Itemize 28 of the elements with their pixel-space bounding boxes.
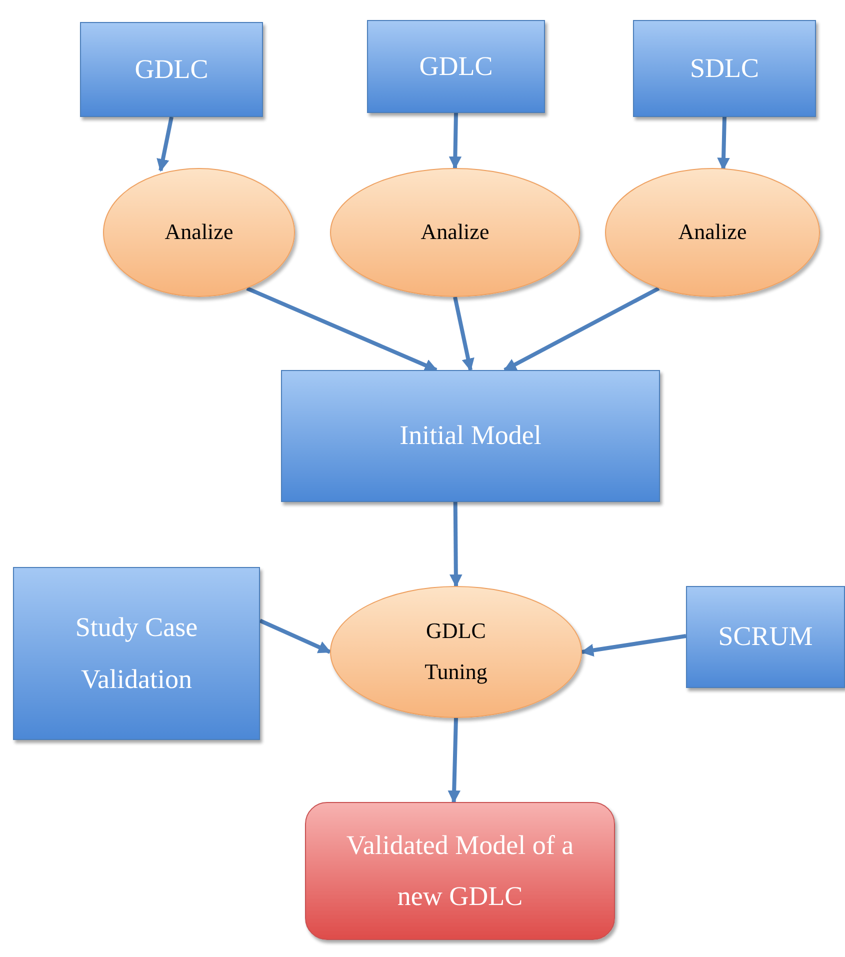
arrow xyxy=(450,502,462,588)
node-label: Validated Model of a new GDLC xyxy=(345,828,575,913)
result-box xyxy=(305,802,615,940)
node-label: GDLC xyxy=(134,52,210,86)
process-box xyxy=(367,20,545,113)
process-box xyxy=(633,20,816,117)
arrow xyxy=(246,286,438,372)
arrow xyxy=(503,286,660,372)
node-label: Analize xyxy=(677,218,748,246)
arrow xyxy=(448,112,462,170)
arrow xyxy=(580,634,686,657)
process-box xyxy=(13,567,260,740)
arrow xyxy=(717,116,730,171)
node-label: GDLC xyxy=(418,50,494,83)
node-label: GDLC Tuning xyxy=(424,617,488,686)
node-label: SCRUM xyxy=(717,620,814,654)
process-box xyxy=(686,586,845,688)
process-box xyxy=(80,22,263,117)
node-label: SDLC xyxy=(688,52,760,85)
node-label: Study Case Validation xyxy=(74,611,199,696)
node-label: Analize xyxy=(420,218,490,246)
node-label: Analize xyxy=(164,218,234,246)
node-label: Initial Model xyxy=(398,419,542,452)
process-box xyxy=(281,370,660,502)
arrow xyxy=(448,718,460,804)
arrow xyxy=(453,296,474,372)
arrow xyxy=(259,618,332,654)
arrow xyxy=(156,116,174,172)
